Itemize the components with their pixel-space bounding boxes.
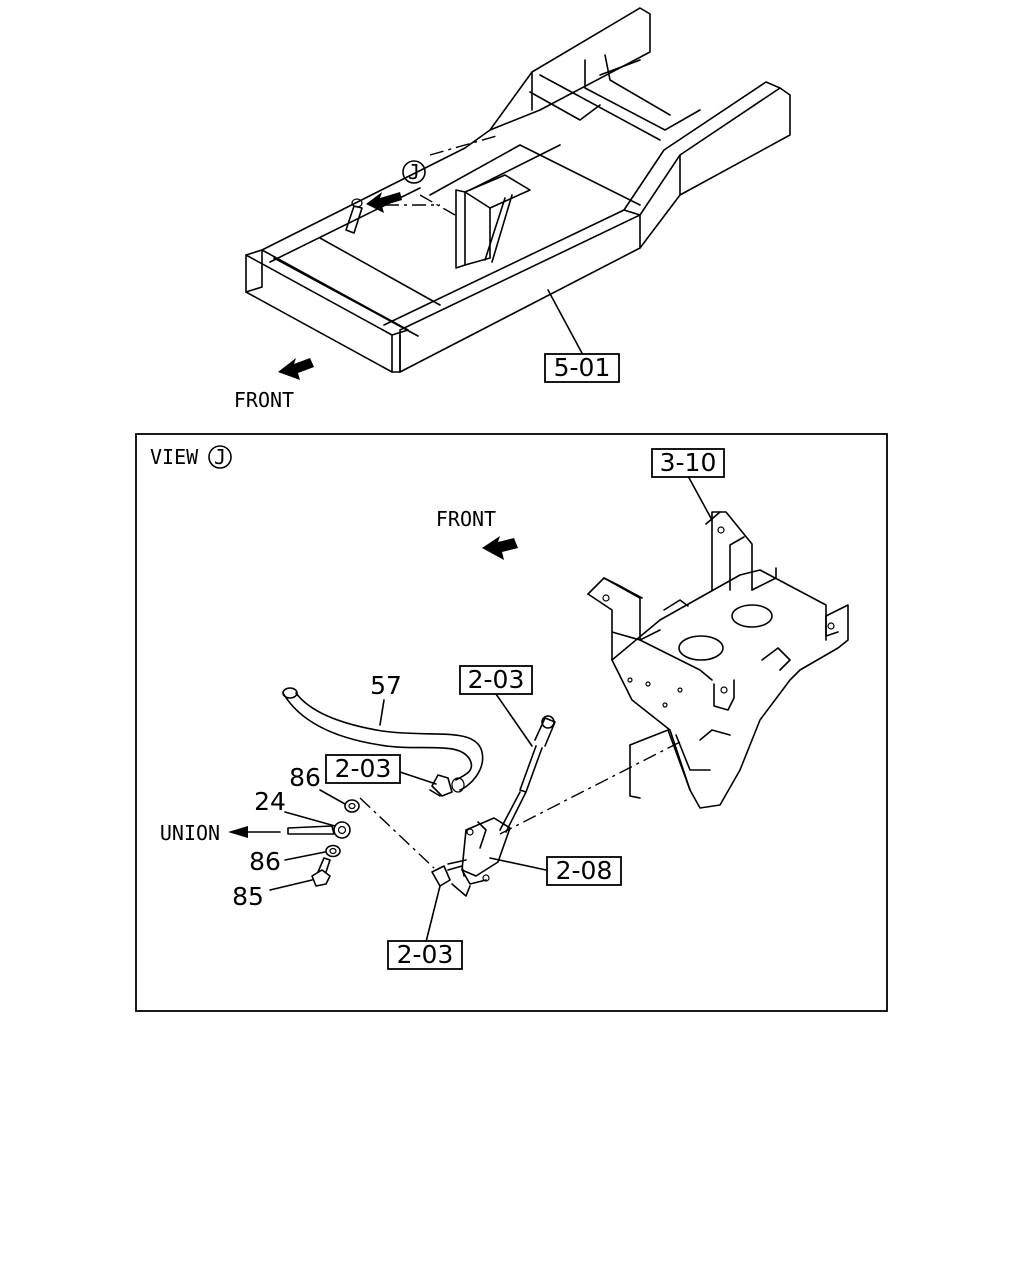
front-arrow-view-icon	[482, 536, 518, 560]
lower-fitting	[431, 865, 471, 897]
callout-86-lower: 86	[249, 847, 281, 876]
svg-text:J: J	[408, 160, 420, 184]
callout-2-03-lower[interactable]: 2-03	[387, 940, 463, 970]
view-title: VIEW	[150, 445, 199, 469]
washer-lower-icon	[325, 844, 341, 858]
callout-24: 24	[254, 787, 286, 816]
callout-57: 57	[370, 671, 402, 700]
frame-bracket	[587, 511, 849, 809]
view-j-frame	[135, 433, 888, 1012]
callout-2-03-hose-clamp[interactable]: 2-03	[325, 754, 401, 784]
eye-bolt-icon	[287, 821, 351, 839]
front-label-top: FRONT	[234, 388, 294, 412]
union-label: UNION	[160, 821, 220, 845]
chassis-frame	[245, 7, 791, 373]
svg-text:2-03: 2-03	[335, 754, 392, 783]
front-arrow-icon	[278, 358, 314, 380]
callout-85: 85	[232, 882, 264, 911]
callout-2-03-upper[interactable]: 2-03	[459, 665, 533, 695]
front-label-view: FRONT	[436, 507, 496, 531]
view-marker-j: J	[402, 160, 426, 184]
damper-cylinder-icon	[345, 198, 363, 234]
svg-text:3-10: 3-10	[660, 448, 717, 477]
callout-2-08[interactable]: 2-08	[546, 856, 622, 886]
callout-3-10[interactable]: 3-10	[651, 448, 725, 478]
callout-86-upper: 86	[289, 763, 321, 792]
view-direction-arrow-icon	[366, 192, 402, 213]
hose-clamp	[429, 774, 453, 797]
bolt-icon	[311, 857, 331, 887]
union-arrow-icon	[228, 826, 248, 838]
svg-text:2-08: 2-08	[556, 856, 613, 885]
svg-text:5-01: 5-01	[554, 353, 611, 382]
callout-5-01[interactable]: 5-01	[544, 353, 620, 383]
view-title-marker: J	[208, 445, 232, 469]
hose	[282, 687, 484, 793]
svg-text:J: J	[214, 445, 226, 469]
svg-text:2-03: 2-03	[397, 940, 454, 969]
washer-upper-icon	[344, 799, 360, 813]
svg-text:2-03: 2-03	[468, 665, 525, 694]
upper-pipe	[499, 715, 556, 833]
